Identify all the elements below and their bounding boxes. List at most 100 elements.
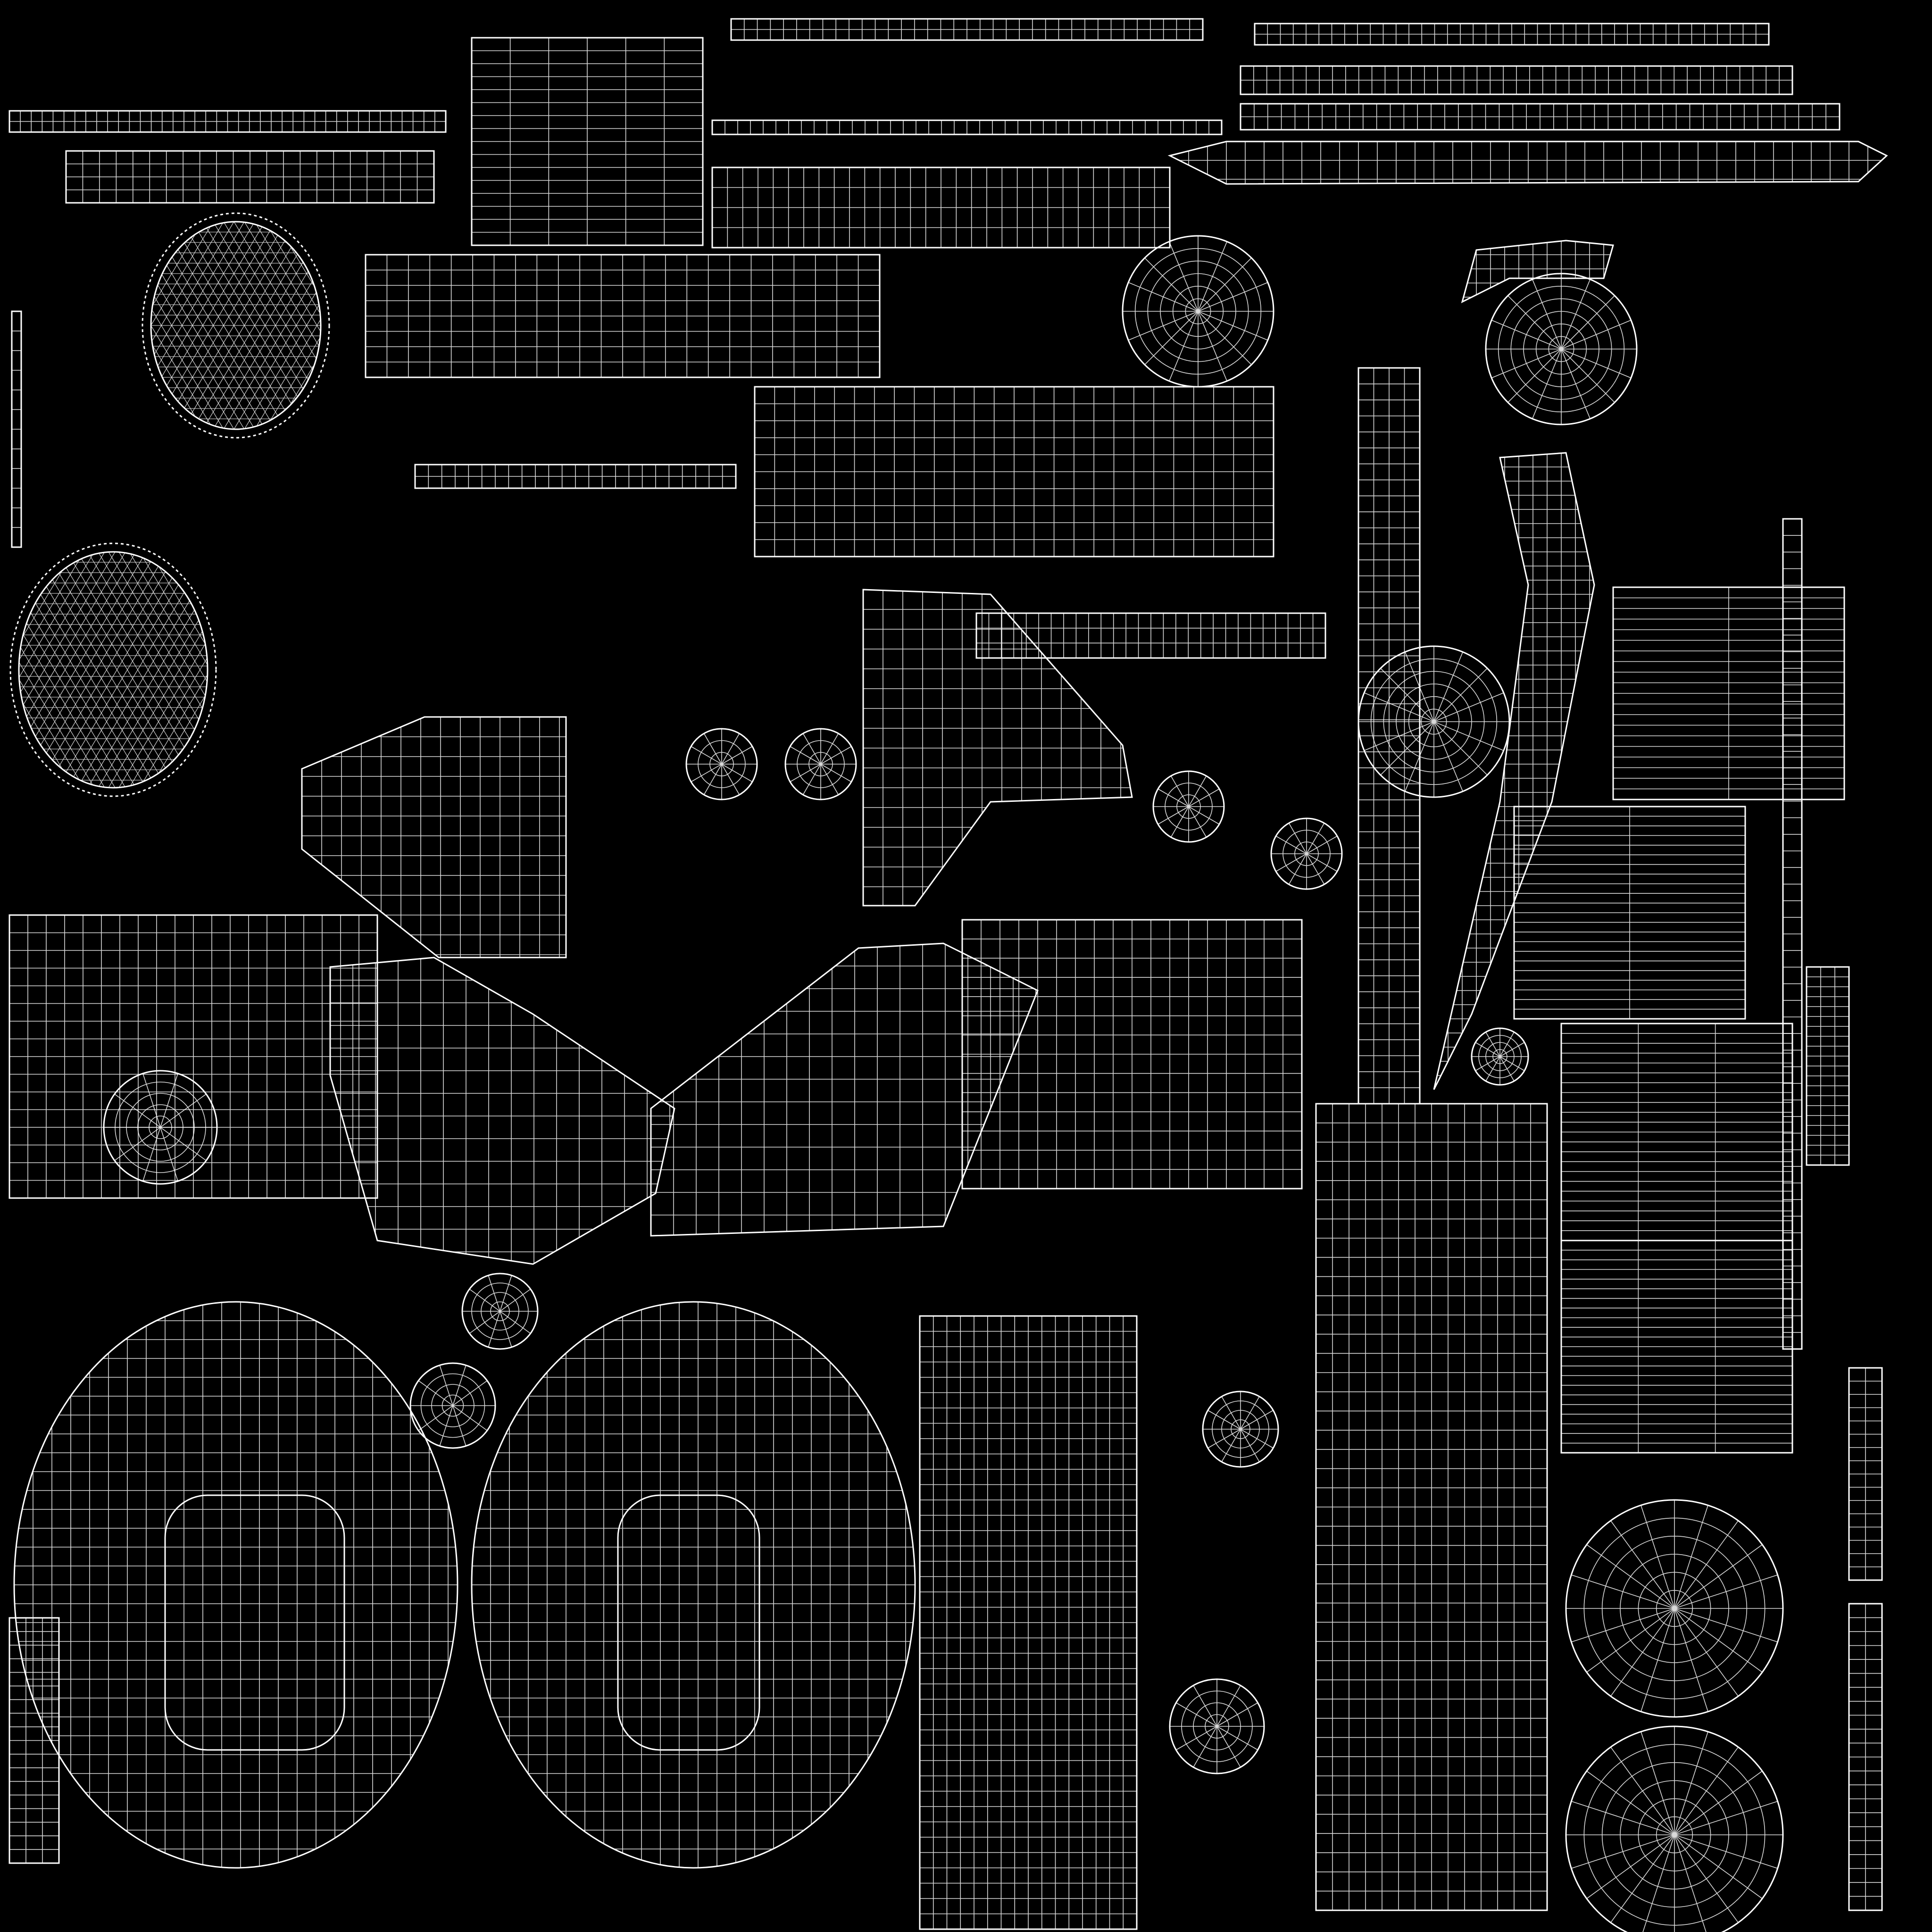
- island-grid-lines: [1561, 1024, 1792, 1241]
- tall-strip-right: [1806, 966, 1850, 1166]
- strip-right-1: [1254, 23, 1770, 46]
- tall-strip-center: [1357, 367, 1421, 1105]
- grip-panel-left: [13, 1301, 458, 1869]
- island-grid-lines: [755, 387, 1274, 557]
- radial-hammer-1: [1122, 235, 1274, 388]
- screw-head-3: [461, 1273, 539, 1350]
- island-grid-lines: [1807, 967, 1849, 1165]
- island-grid-lines: [66, 151, 434, 203]
- star-part-mid: [409, 1362, 496, 1449]
- grip-window-right: [617, 1494, 760, 1751]
- strip-right-3: [1240, 103, 1840, 131]
- island-grid-lines: [962, 920, 1302, 1189]
- blade-strip: [1167, 141, 1888, 185]
- poly-grid-lines: [1170, 142, 1887, 184]
- tall-strip-right-2: [1848, 1367, 1883, 1581]
- right-block-4: [1560, 1240, 1793, 1454]
- screw-head-4: [1471, 1027, 1529, 1086]
- island-grid-lines: [1316, 1104, 1547, 1910]
- tall-strip-right-3: [1848, 1603, 1883, 1911]
- strip-mid-long: [711, 119, 1223, 135]
- radial-lines: [1472, 1028, 1528, 1085]
- cylinder-rear: [1565, 1725, 1784, 1932]
- poly-outline: [301, 716, 567, 958]
- barrel-strip: [65, 150, 435, 204]
- island-grid-lines: [731, 19, 1203, 40]
- radial-lines: [1203, 1391, 1278, 1467]
- tri-frill: [142, 212, 330, 439]
- island-grid-lines: [1241, 104, 1840, 130]
- thin-strip-left: [11, 310, 22, 548]
- radial-ring-1: [685, 728, 758, 800]
- small-strip-1: [414, 464, 737, 489]
- grip-window-left: [164, 1494, 345, 1751]
- receiver-right-outer: [961, 919, 1303, 1190]
- screw-head-1: [1202, 1391, 1279, 1468]
- strip-right-2: [1240, 65, 1793, 95]
- tri-lines: [19, 552, 208, 788]
- tri-frill: [9, 542, 217, 797]
- radial-frame-pivot: [1357, 645, 1510, 798]
- island-grid-lines: [1241, 66, 1792, 94]
- strip-top-left: [8, 110, 447, 133]
- radial-lines: [1271, 818, 1342, 889]
- tri-lines: [151, 222, 321, 429]
- radial-ring-2: [784, 728, 857, 800]
- radial-lines: [1170, 1679, 1264, 1774]
- island-grid-lines: [1849, 1604, 1882, 1910]
- radial-lines: [686, 729, 757, 799]
- uv-islands: [8, 18, 1888, 1932]
- radial-lines: [1153, 771, 1224, 842]
- blob-grid-lines: [14, 1302, 458, 1868]
- island-grid-lines: [724, 120, 1209, 134]
- grip-tri-upper: [142, 212, 330, 439]
- cylinder-face: [1565, 1499, 1784, 1718]
- island-grid-lines: [12, 330, 21, 528]
- island-grid-lines: [415, 465, 736, 488]
- poly-grid-lines: [302, 717, 566, 958]
- radial-lines: [410, 1365, 495, 1446]
- radial-lines: [1566, 1500, 1783, 1717]
- island-grid-lines: [920, 1316, 1137, 1929]
- poly-outline: [329, 957, 675, 1265]
- strip-top-mid: [730, 18, 1204, 41]
- island-grid-lines: [9, 111, 446, 132]
- radial-lines: [1123, 236, 1274, 387]
- island-grid-lines: [1358, 368, 1420, 1104]
- island-grid-lines: [9, 915, 377, 1198]
- island-grid-lines: [712, 167, 1170, 248]
- radial-lines: [1566, 1726, 1783, 1932]
- frame-left-wing: [301, 716, 567, 958]
- grip-tri-lower: [9, 542, 217, 797]
- screw-head-2: [1169, 1678, 1265, 1774]
- frame-panel: [754, 386, 1274, 558]
- right-block-1: [1612, 586, 1845, 800]
- blob-grid-lines: [472, 1302, 915, 1868]
- radial-lines: [104, 1073, 217, 1182]
- arm-top: [1461, 240, 1614, 303]
- radial-ring-3: [1152, 770, 1225, 843]
- frame-right-wing: [862, 589, 1133, 907]
- radial-lines: [785, 729, 856, 799]
- slide-panel: [365, 254, 881, 378]
- island-grid-lines: [1613, 587, 1844, 799]
- cylinder-flat: [919, 1315, 1138, 1930]
- island-grid-lines: [1255, 24, 1769, 45]
- grip-panel-right: [471, 1301, 916, 1869]
- island-grid-lines: [9, 1618, 59, 1863]
- cylinder-flutes: [1315, 1103, 1548, 1911]
- island-grid-lines: [366, 255, 880, 377]
- island-grid-lines: [1561, 1241, 1792, 1453]
- block-mid: [711, 167, 1171, 249]
- radial-ring-4: [1270, 817, 1343, 890]
- radial-hammer-2: [1485, 273, 1638, 425]
- star-part-left: [103, 1070, 218, 1185]
- receiver-left-outer: [8, 914, 378, 1199]
- radial-lines: [462, 1275, 538, 1348]
- right-block-2: [1513, 806, 1746, 1020]
- radial-lines: [1358, 646, 1509, 797]
- radial-lines: [1486, 274, 1637, 425]
- island-grid-lines: [1514, 807, 1745, 1019]
- island-grid-lines: [1849, 1368, 1882, 1580]
